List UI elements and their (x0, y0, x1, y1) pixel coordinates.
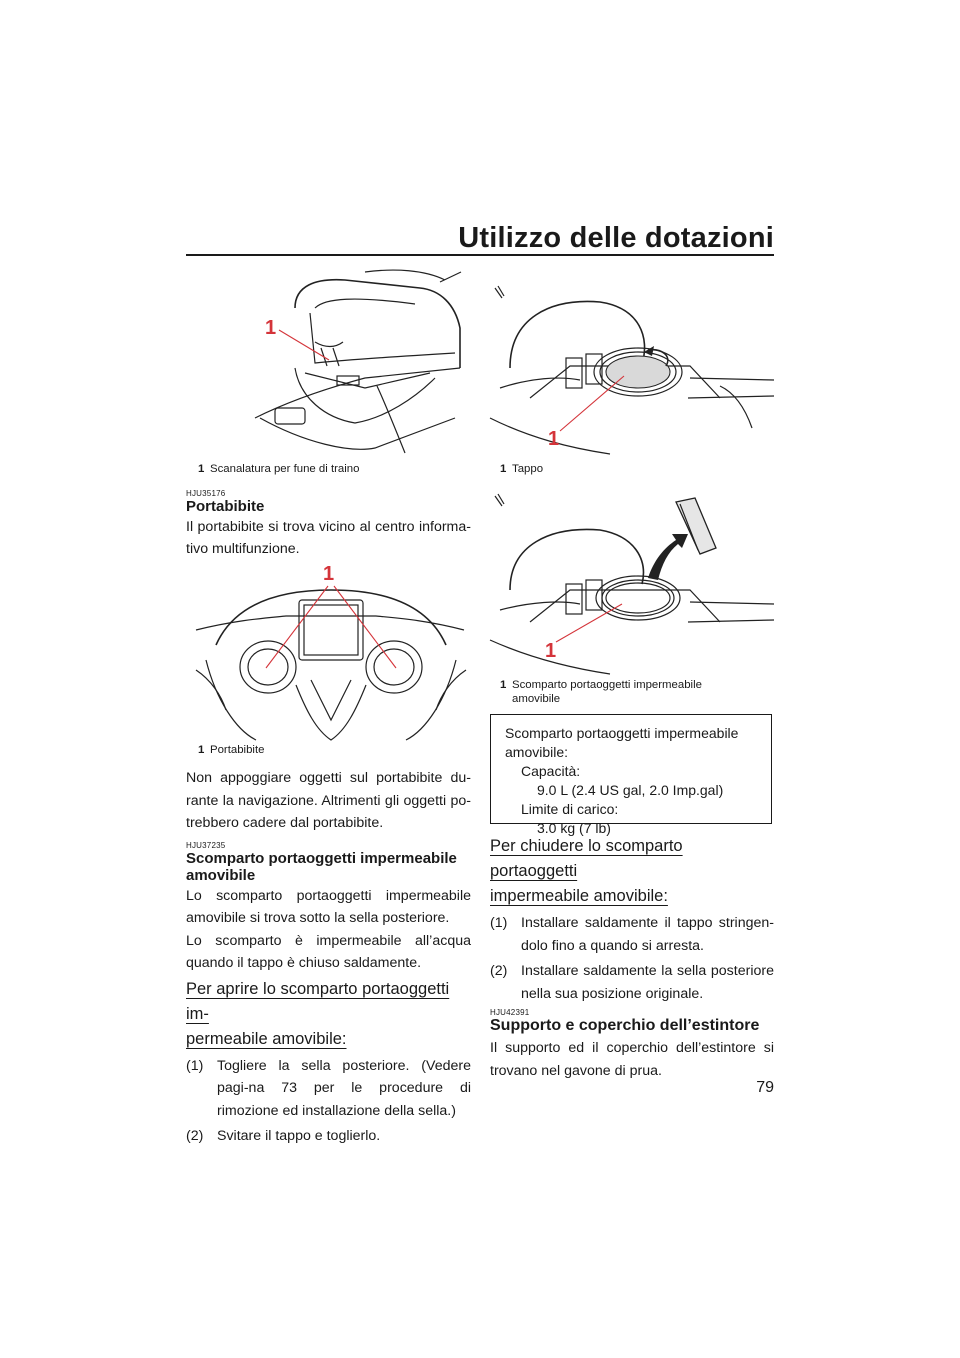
figure-cap: 1 (489, 285, 775, 455)
spec-capacity-label: Capacità: (521, 763, 581, 779)
tow-caption: 1 Scanalatura per fune di traino (198, 462, 359, 476)
list-item-close-1: (1) Installare saldamente il tappo strin… (490, 912, 774, 957)
cupholder-caption: 1 Portabibite (198, 743, 264, 757)
list-item-open-1: (1) Togliere la sella posteriore. (Veder… (186, 1055, 471, 1123)
step-text: Installare saldamente il tappo stringen-… (521, 915, 774, 954)
subheading-open-line2: permeabile amovibile: (186, 1029, 347, 1048)
cap-caption-number: 1 (500, 463, 507, 475)
compartment-caption: 1 Scomparto portaoggetti impermeabile amo… (500, 678, 702, 706)
step-number: (1) (490, 915, 508, 931)
cupholder-caption-text: Portabibite (210, 744, 265, 756)
tow-callout-number: 1 (265, 317, 276, 339)
left-column-bottom: Non appoggiare oggetti sul portabibite d… (186, 767, 471, 1148)
list-item-open-2: (2) Svitare il tappo e toglierlo. (186, 1125, 471, 1148)
para-portabibite-warning: Non appoggiare oggetti sul portabibite d… (186, 770, 471, 831)
step-number: (2) (186, 1128, 204, 1144)
para-scomparto-waterproof: Lo scomparto è impermeabile all’acqua qu… (186, 932, 471, 972)
left-column-top: HJU35176 Portabibite Il portabibite si t… (186, 489, 471, 561)
page-header-title: Utilizzo delle dotazioni (458, 222, 774, 254)
spec-title-line1: Scomparto portaoggetti impermeabile (505, 725, 739, 741)
spec-capacity-value: 9.0 L (2.4 US gal, 2.0 Imp.gal) (537, 782, 724, 798)
figure-cupholder: 1 (195, 563, 467, 741)
tow-caption-text: Scanalatura per fune di traino (210, 463, 360, 475)
header-divider (186, 254, 774, 256)
cap-caption-text: Tappo (512, 463, 544, 475)
subheading-close-line1: Per chiudere lo scomparto portaoggetti (490, 837, 683, 880)
subheading-close-line2: impermeabile amovibile: (490, 887, 668, 905)
step-text: Svitare il tappo e toglierlo. (217, 1128, 381, 1144)
compartment-caption-text-line2: amovibile (512, 693, 561, 705)
step-text: Togliere la sella posteriore. (Vedere pa… (217, 1057, 471, 1119)
right-column: Per chiudere lo scomparto portaoggetti i… (490, 834, 774, 1082)
figure-compartment: 1 (489, 493, 775, 675)
subheading-open-line1: Per aprire lo scomparto portaoggetti im- (186, 979, 450, 1023)
heading-scomparto-line2: amovibile (186, 867, 256, 884)
list-item-close-2: (2) Installare saldamente la sella poste… (490, 960, 774, 1005)
figure-tow-rope-groove: 1 (254, 269, 462, 454)
page-number: 79 (756, 1079, 774, 1096)
section-code-scomparto: HJU37235 (186, 840, 226, 850)
para-estintore: Il supporto ed il coperchio dell’estinto… (490, 1040, 774, 1079)
heading-scomparto-line1: Scomparto portaoggetti impermeabile (186, 849, 457, 867)
para-scomparto-location: Lo scomparto portaoggetti impermeabile a… (186, 887, 471, 927)
cupholder-caption-number: 1 (198, 744, 205, 756)
cupholder-callout-number: 1 (323, 563, 334, 585)
section-code-estintore: HJU42391 (490, 1008, 530, 1017)
spec-load-label: Limite di carico: (521, 801, 619, 817)
step-number: (2) (490, 963, 508, 979)
spec-box: Scomparto portaoggetti impermeabile amov… (490, 714, 772, 836)
heading-estintore: Supporto e coperchio dell’estintore (490, 1017, 760, 1034)
spec-title-line2: amovibile: (505, 744, 569, 760)
cap-callout-number: 1 (548, 428, 559, 450)
step-number: (1) (186, 1057, 204, 1074)
compartment-caption-number: 1 (500, 679, 507, 691)
spec-load-value: 3.0 kg (7 lb) (537, 820, 611, 836)
step-text: Installare saldamente la sella posterior… (521, 963, 774, 1002)
compartment-caption-text: Scomparto portaoggetti impermeabile (512, 679, 702, 691)
section-code-portabibite: HJU35176 (186, 489, 226, 498)
compartment-callout-number: 1 (545, 640, 556, 662)
para-portabibite-location: Il portabibite si trova vicino al centro… (186, 518, 471, 558)
heading-portabibite: Portabibite (186, 498, 265, 515)
cap-caption: 1 Tappo (500, 462, 543, 476)
tow-caption-number: 1 (198, 463, 205, 475)
